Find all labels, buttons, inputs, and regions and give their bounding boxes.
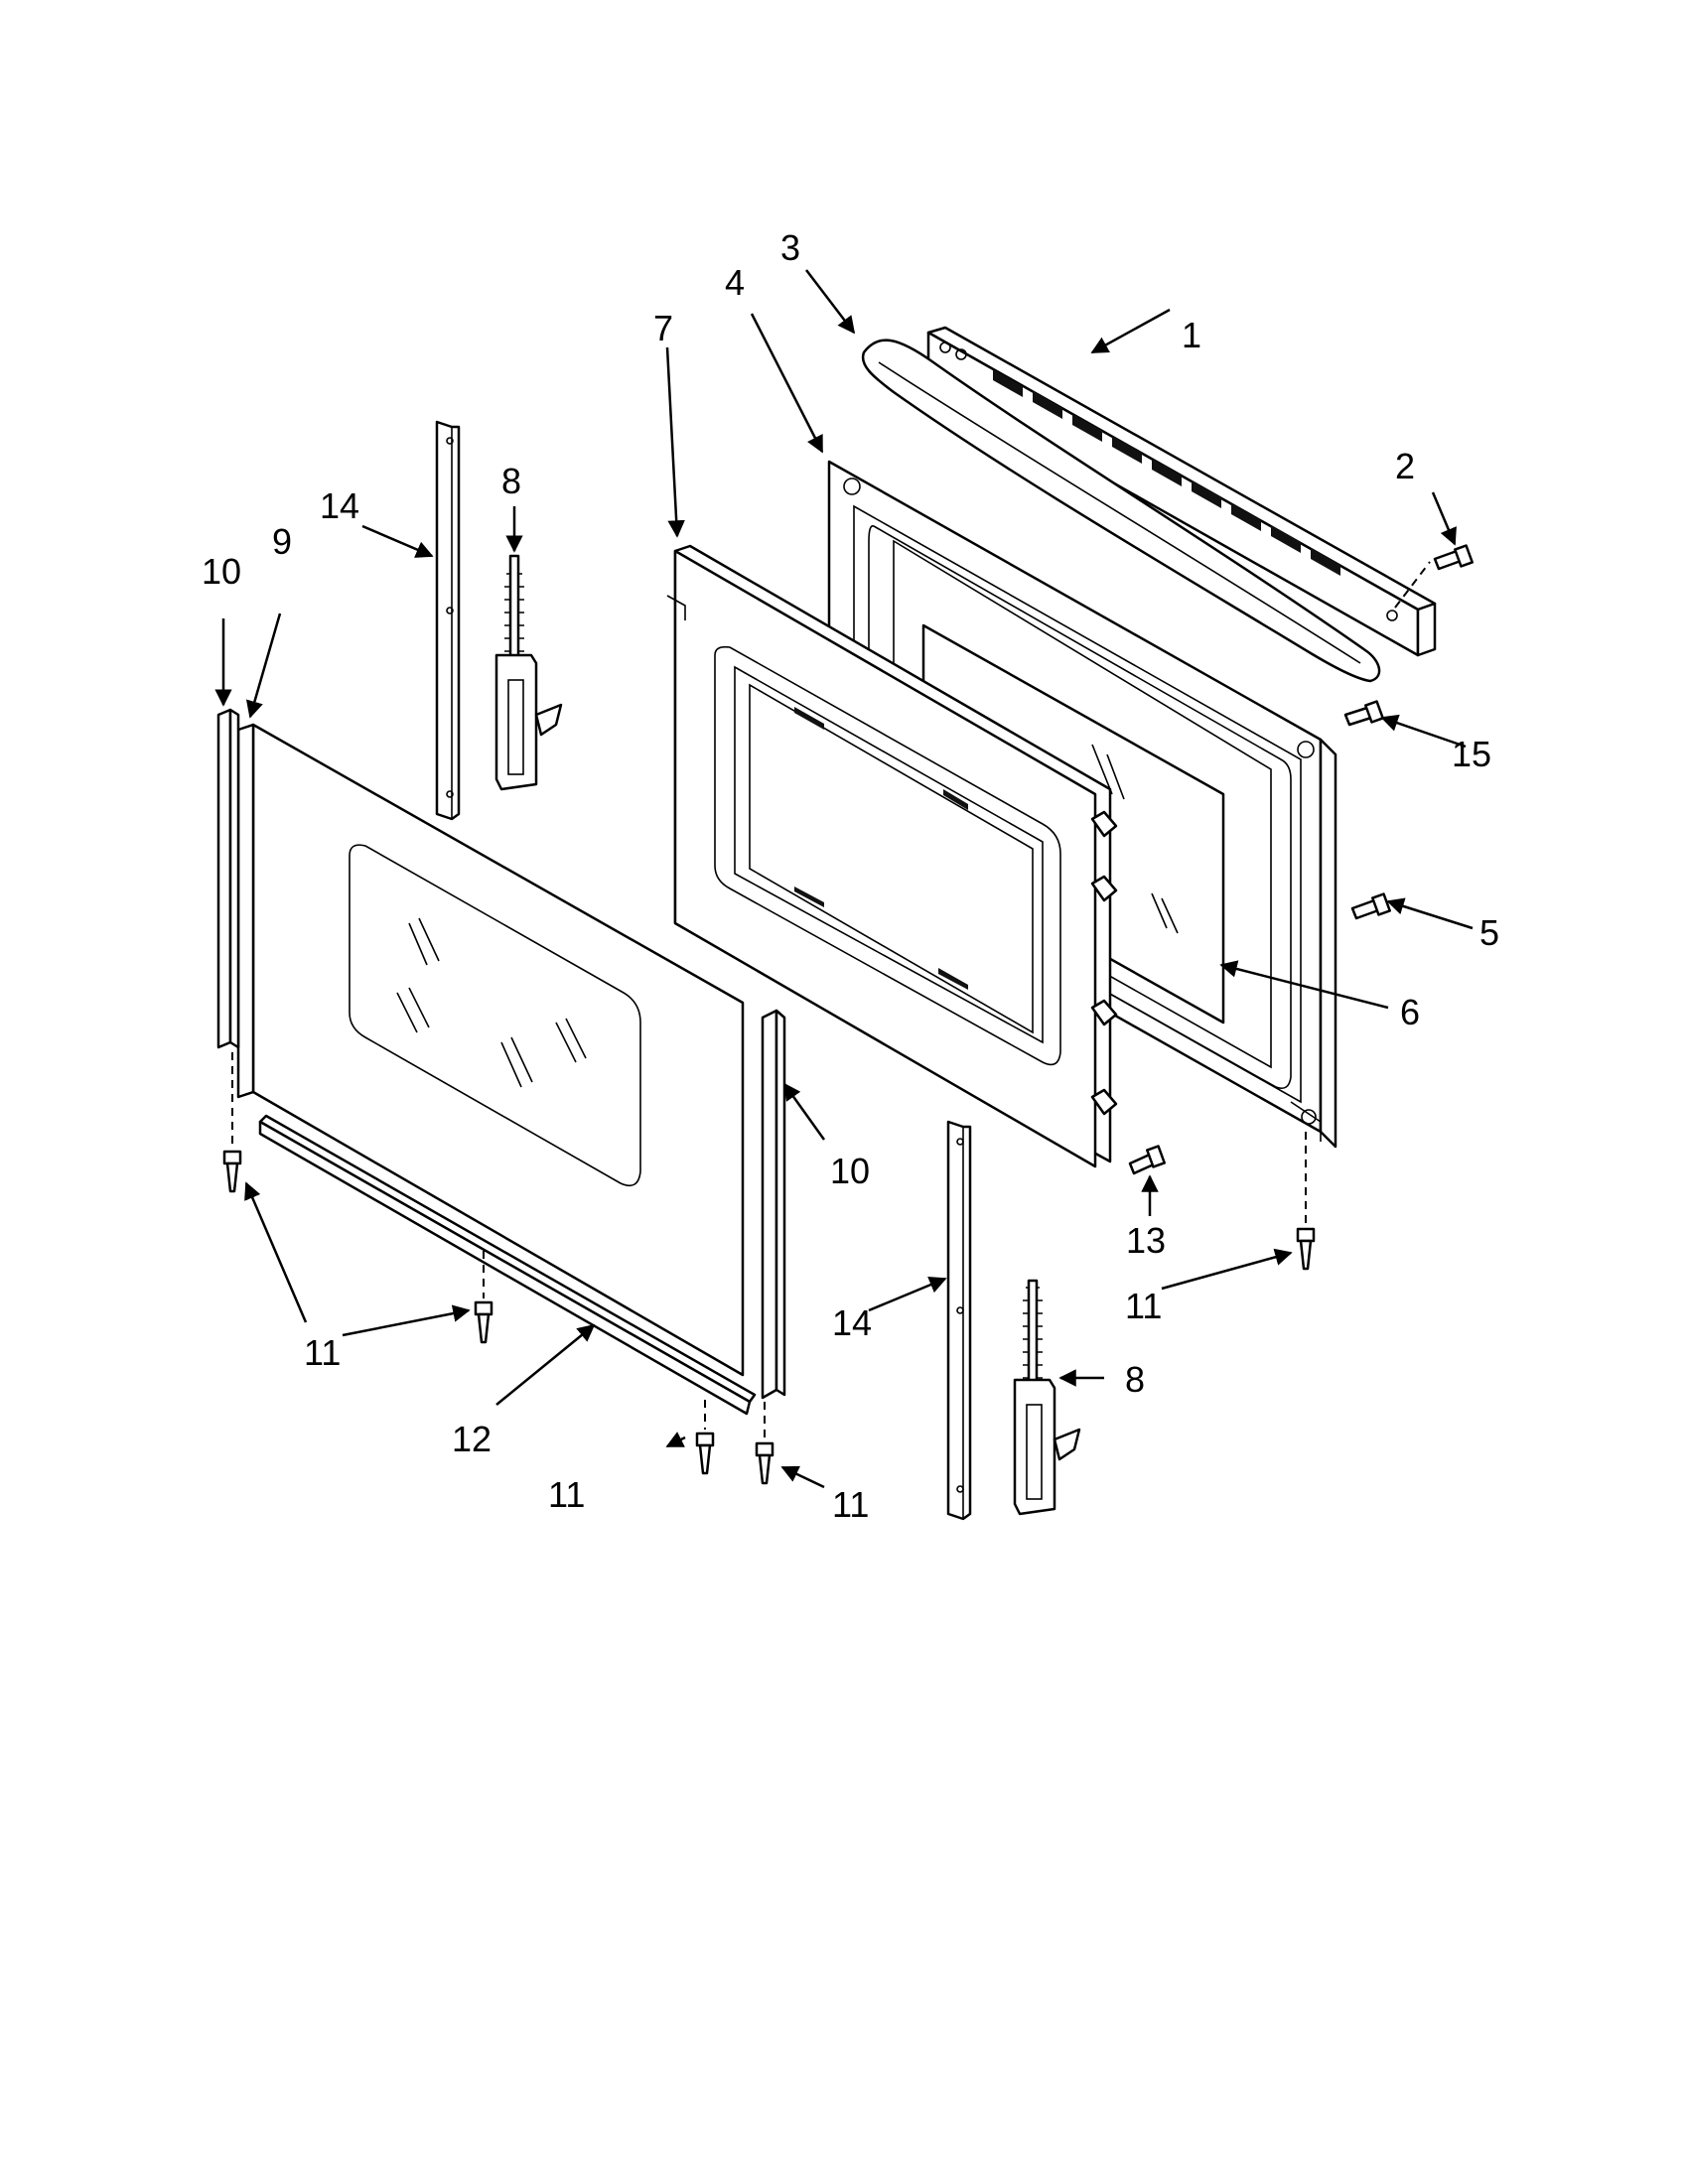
screw-part-5 <box>1350 892 1391 920</box>
callout-3: 3 <box>780 227 800 268</box>
outer-glass-panel-part-9 <box>236 723 745 1377</box>
screw-part-13 <box>1128 1145 1166 1175</box>
side-trim-part-10-left <box>216 708 240 1049</box>
handle-part-3 <box>861 339 1381 683</box>
screw-part-11-lower-right <box>1296 1227 1316 1271</box>
screw-part-2 <box>1433 544 1474 571</box>
callout-6: 6 <box>1400 992 1420 1032</box>
hinge-part-8-lower <box>1013 1279 1081 1516</box>
bottom-trim-part-12 <box>258 1114 757 1416</box>
callout-15: 15 <box>1452 734 1491 774</box>
callout-1: 1 <box>1182 315 1201 355</box>
vent-trim-part-1 <box>926 326 1437 657</box>
screw-part-15 <box>1343 700 1384 727</box>
callout-9: 9 <box>272 521 292 562</box>
callout-10-left: 10 <box>202 551 241 592</box>
callout-14-lower: 14 <box>832 1302 872 1343</box>
screw-part-11-bottom <box>474 1300 493 1344</box>
screw-part-11-left <box>222 1150 242 1193</box>
hinge-receiver-part-14-upper <box>435 420 461 821</box>
alignment-lines <box>231 561 1431 1439</box>
callout-11-center: 11 <box>548 1474 585 1515</box>
callout-8-lower: 8 <box>1125 1359 1145 1400</box>
screw-part-11-center <box>695 1432 715 1475</box>
hinge-receiver-part-14-lower <box>946 1120 972 1521</box>
callout-7: 7 <box>653 308 673 348</box>
door-frame-part-7 <box>666 544 1118 1168</box>
callout-13: 13 <box>1126 1220 1166 1261</box>
callout-14-upper: 14 <box>320 485 359 526</box>
callout-4: 4 <box>725 262 745 303</box>
callout-11-lower-right: 11 <box>1125 1286 1162 1326</box>
callout-5: 5 <box>1479 912 1499 953</box>
callout-8-upper: 8 <box>501 461 521 501</box>
callout-11-right-screw: 11 <box>832 1484 869 1525</box>
screw-part-11-right <box>755 1441 774 1485</box>
callout-10-right: 10 <box>830 1151 870 1191</box>
callout-12: 12 <box>452 1419 492 1459</box>
callout-2: 2 <box>1395 446 1415 486</box>
side-trim-part-10-right <box>761 1009 786 1400</box>
leader-lines <box>214 269 1474 1489</box>
hinge-part-8-upper <box>494 554 563 791</box>
callout-11-left-screw: 11 <box>304 1332 341 1373</box>
